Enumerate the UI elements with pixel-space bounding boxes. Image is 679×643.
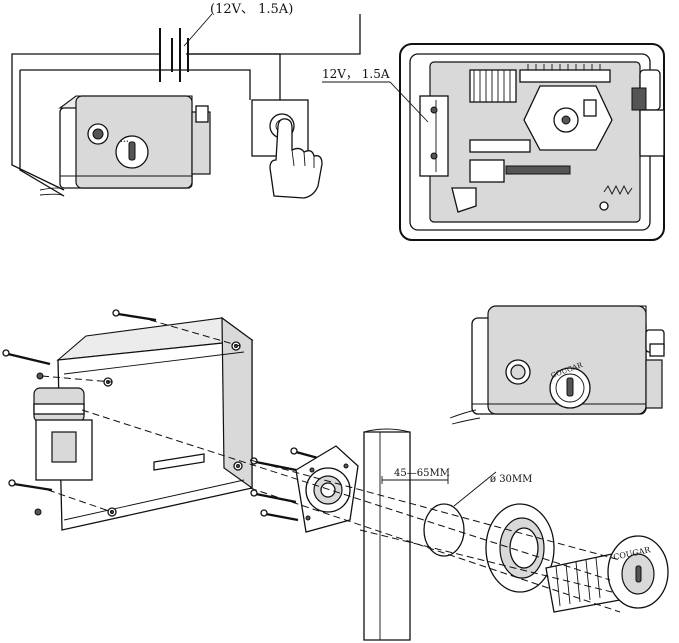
panel-installation-exploded: 45—65MM ø 30MM COUGAR xyxy=(2,305,669,641)
assembled-rim-lock: COUGAR xyxy=(449,305,665,425)
lever-arm xyxy=(451,187,477,213)
supply-spec-label-inner: 12V， 1.5A xyxy=(322,67,390,81)
pointing-hand-icon xyxy=(269,118,323,199)
rim-lock-circuit: ••• xyxy=(39,95,211,197)
circuit-wire-return xyxy=(20,69,251,100)
panel-internal-mechanism: 12V， 1.5A xyxy=(322,43,665,241)
drilled-hole xyxy=(423,503,465,557)
circuit-wire-top xyxy=(186,14,361,55)
hole-diameter-label: ø 30MM xyxy=(490,474,532,485)
latch-bolt xyxy=(33,387,93,481)
return-spring xyxy=(603,184,633,196)
svg-text:•••: ••• xyxy=(120,139,129,145)
screw-icon xyxy=(2,309,157,516)
screw-icon xyxy=(430,106,438,114)
circuit-wire-left xyxy=(11,53,160,191)
solenoid-coil xyxy=(469,69,517,103)
circuit-wire-switch xyxy=(188,53,281,100)
panel-wiring-circuit: (12V、 1.5A) ••• xyxy=(11,2,361,199)
door-thickness-label: 45—65MM xyxy=(394,468,450,479)
supply-spec-label-top: (12V、 1.5A) xyxy=(210,2,293,17)
slider-bar xyxy=(505,165,571,175)
battery-symbol-icon xyxy=(159,13,213,82)
key-cylinder-icon: COUGAR xyxy=(545,535,669,613)
alignment-guides xyxy=(41,319,621,613)
escutcheon-ring xyxy=(485,503,555,593)
key-slot xyxy=(153,453,205,471)
door-section xyxy=(363,428,411,641)
gear-rack xyxy=(519,69,611,83)
supply-leader-line xyxy=(322,81,429,123)
